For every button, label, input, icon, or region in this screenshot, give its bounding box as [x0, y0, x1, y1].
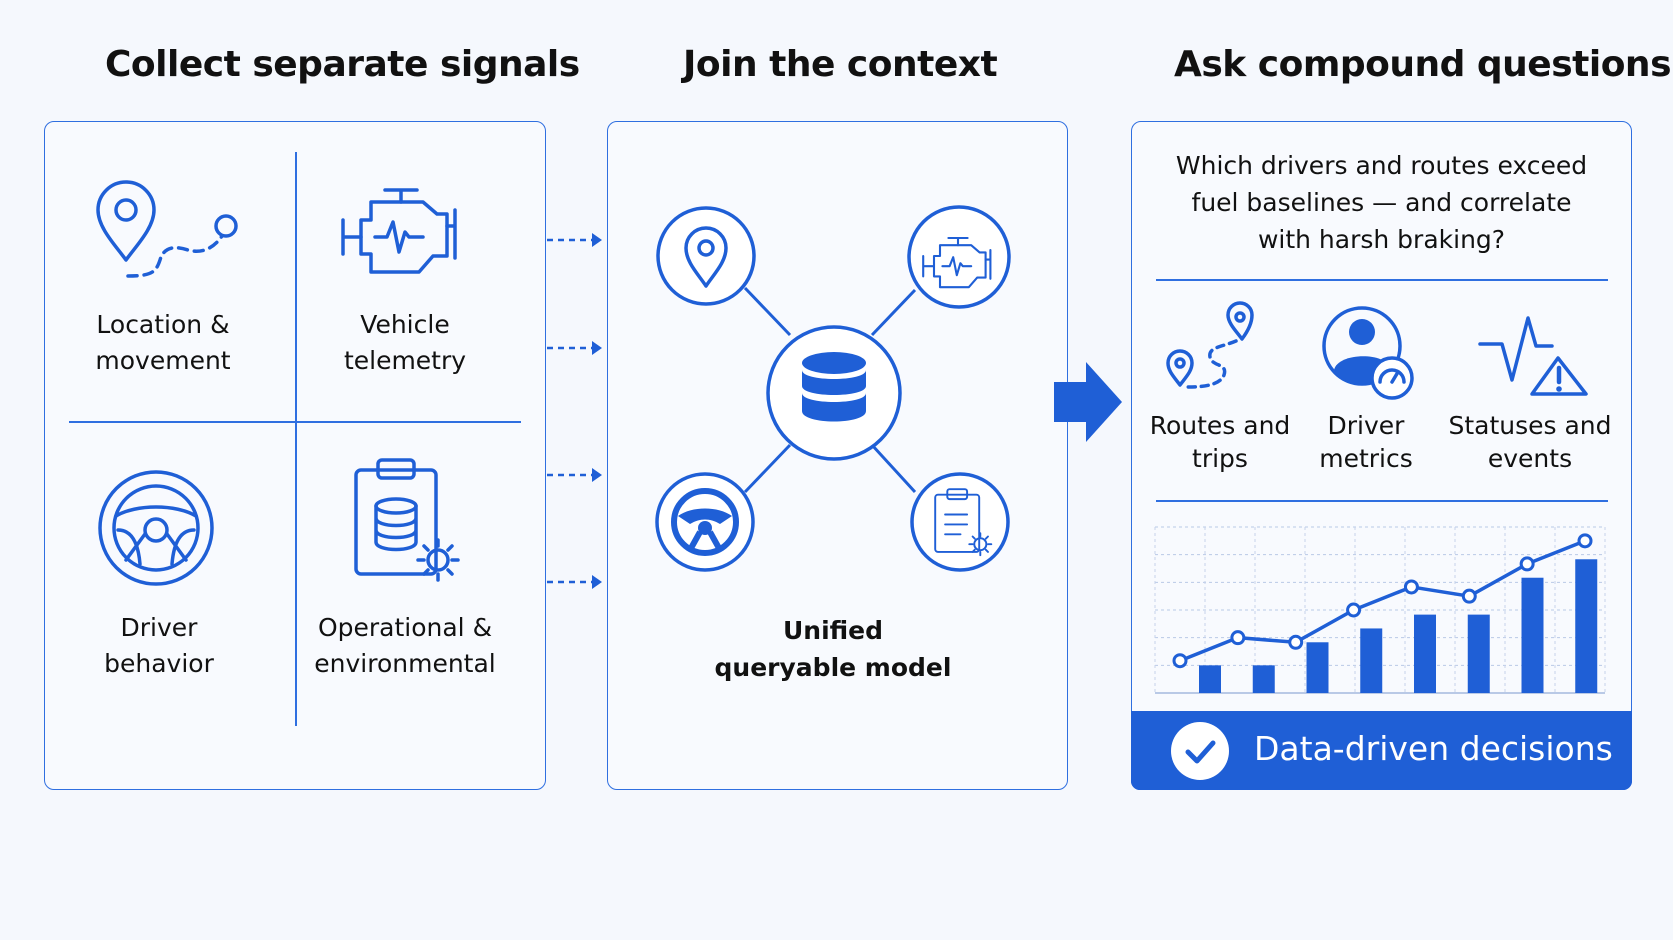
dashed-arrows: [547, 233, 602, 589]
chart-bar: [1252, 665, 1275, 693]
trend-point: [1288, 634, 1304, 650]
grid-divider-vertical: [295, 152, 297, 726]
trend-point: [1230, 630, 1246, 646]
status-alert-icon: [1478, 316, 1588, 396]
steering-wheel-icon: [98, 470, 214, 586]
chart-bar: [1575, 559, 1598, 693]
trend-line: [1179, 539, 1586, 663]
trend-chart: [1154, 526, 1606, 694]
trend-point: [1519, 556, 1535, 572]
hub-diagram: [655, 205, 1011, 572]
chart-bar: [1414, 614, 1436, 693]
signal-caption-operational: Operational &environmental: [314, 613, 496, 678]
collect-panel: [44, 121, 546, 790]
check-icon: [1171, 722, 1229, 780]
chart-bar: [1360, 628, 1383, 693]
trend-point: [1346, 602, 1362, 618]
collect-heading: Collect separate signals: [105, 44, 580, 85]
join-heading: Join the context: [683, 44, 998, 85]
engine-icon: [341, 188, 457, 274]
ask-heading: Ask compound questions: [1174, 44, 1672, 85]
trend-point: [1172, 653, 1188, 669]
flow-arrow-icon: [1054, 362, 1122, 442]
trend-point: [1403, 579, 1419, 595]
chart-bar: [1467, 614, 1490, 693]
route-trips-icon: [1166, 301, 1254, 389]
decision-label: Data-driven decisions: [1254, 729, 1613, 768]
chart-bar: [1199, 665, 1221, 693]
location-path-icon: [96, 180, 238, 278]
decision-bar: Data-driven decisions: [1131, 711, 1632, 790]
trend-point: [1461, 588, 1477, 604]
clipboard-database-gear-icon: [354, 458, 460, 582]
divider-top: [1156, 279, 1608, 281]
chart-bar: [1306, 642, 1329, 693]
signal-caption-location: Location &movement: [95, 310, 231, 375]
grid-divider-horizontal: [69, 421, 521, 423]
divider-middle: [1156, 500, 1608, 502]
chart-bar: [1521, 577, 1544, 693]
trend-point: [1577, 533, 1593, 549]
driver-metrics-icon: [1322, 306, 1414, 400]
